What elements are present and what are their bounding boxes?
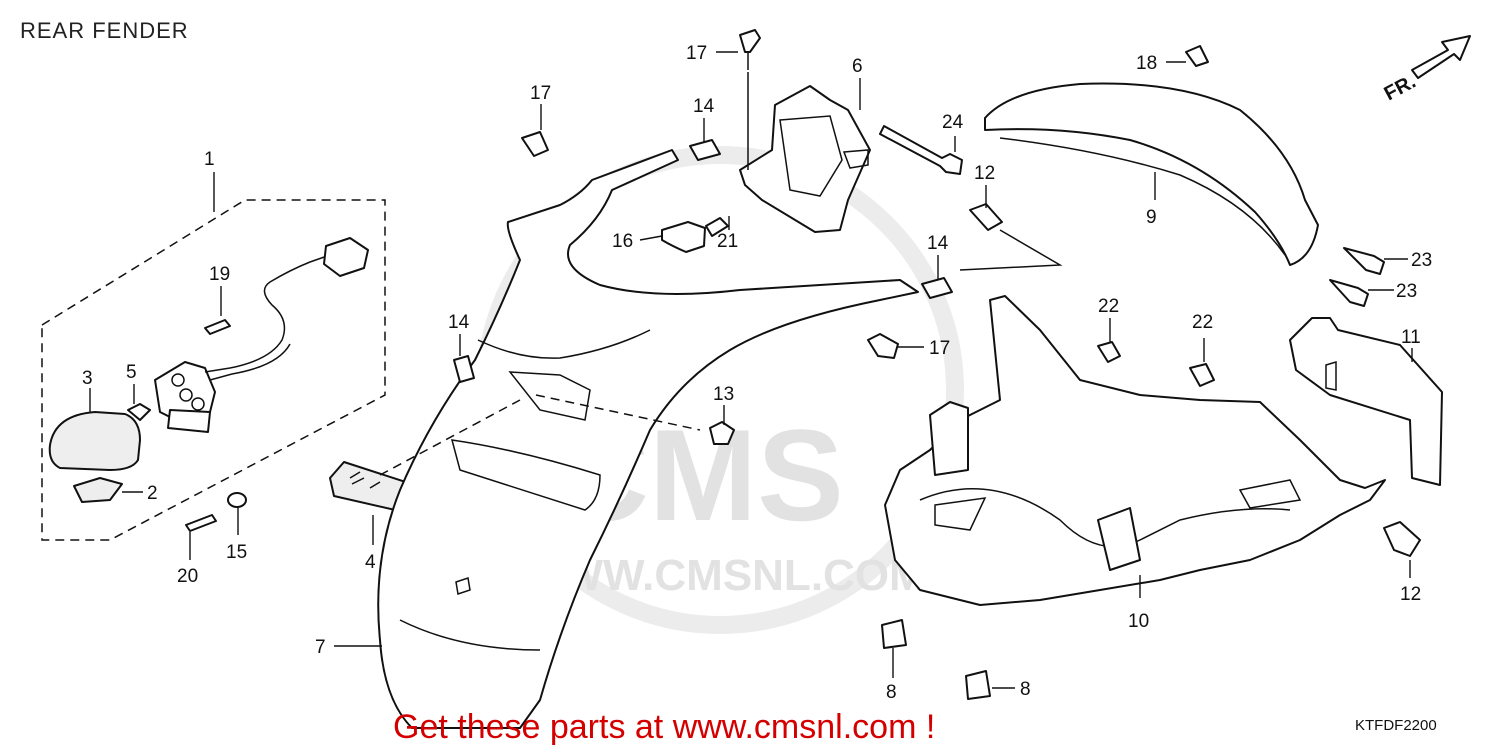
callout-7: 7 (315, 637, 326, 658)
bolt-17-left (521, 131, 549, 157)
callout-6: 6 (852, 56, 863, 77)
callout-15: 15 (226, 542, 247, 563)
inner-fender (884, 295, 1386, 606)
wire-connector (323, 237, 369, 277)
nut-13 (709, 421, 735, 445)
license-bracket (1289, 317, 1443, 486)
callout-22a: 22 (1098, 296, 1119, 317)
callout-20: 20 (177, 566, 198, 587)
callout-2: 2 (147, 483, 158, 504)
callout-10: 10 (1128, 611, 1149, 632)
socket-washer (127, 403, 151, 421)
callout-14a: 14 (693, 96, 715, 117)
lens (73, 477, 123, 503)
bolt-23-lower (1329, 279, 1369, 307)
callout-23a: 23 (1411, 250, 1432, 271)
callout-8a: 8 (886, 682, 897, 703)
callout-4: 4 (365, 552, 376, 573)
callout-9: 9 (1146, 207, 1157, 228)
callout-5: 5 (126, 362, 137, 383)
bolt-22-right (1189, 363, 1215, 387)
guide-line (535, 394, 701, 431)
screw-18 (1185, 45, 1209, 67)
mounting-bracket (739, 85, 871, 233)
callout-11: 11 (1401, 327, 1421, 348)
bolt-17-lower (867, 333, 899, 359)
bulb-socket (154, 361, 216, 433)
screw-20 (185, 514, 217, 532)
bolt-17-top (739, 29, 761, 53)
front-direction-arrow: FR. (1381, 35, 1471, 106)
promo-link[interactable]: Get these parts at www.cmsnl.com ! (393, 708, 935, 746)
wire-harness (204, 254, 331, 373)
fasteners (453, 29, 1421, 700)
page-title: REAR FENDER (20, 18, 189, 43)
front-direction-label: FR. (1381, 71, 1420, 106)
callout-12a: 12 (974, 163, 995, 184)
callout-17b: 17 (530, 83, 551, 104)
callout-16: 16 (612, 231, 633, 252)
callout-24: 24 (942, 112, 964, 133)
callout-8b: 8 (1020, 679, 1031, 700)
bolt-12-right (1383, 521, 1421, 557)
bolt-23-upper (1343, 247, 1385, 275)
callout-14b: 14 (927, 233, 949, 254)
bolt-24 (879, 125, 963, 175)
diagram-code: KTFDF2200 (1355, 717, 1437, 734)
callout-22b: 22 (1192, 312, 1213, 333)
assembly-boundary (41, 199, 386, 541)
cable-clamp (661, 221, 706, 253)
callout-3: 3 (82, 368, 93, 389)
callout-23b: 23 (1396, 281, 1417, 302)
callout-18: 18 (1136, 53, 1157, 74)
guide-line (379, 399, 521, 476)
screw-19 (204, 319, 231, 335)
callout-13: 13 (713, 384, 734, 405)
lens-cap (48, 411, 141, 471)
nut-8-left (881, 619, 907, 649)
nut-8-right (965, 670, 991, 700)
clip-14-right (921, 277, 953, 299)
washer-15 (227, 492, 247, 508)
screw-21 (705, 217, 729, 237)
callout-17a: 17 (686, 43, 707, 64)
rear-mudguard (377, 149, 919, 729)
bolt-12-top (969, 203, 1003, 231)
rear-fender-cover (984, 82, 1319, 266)
callout-21: 21 (717, 231, 738, 252)
tail-light-assembly (41, 172, 386, 541)
callouts: 1 2 3 4 5 6 7 8 8 9 10 11 12 12 13 14 14 (82, 43, 1432, 703)
callout-1: 1 (204, 149, 215, 170)
callout-17c: 17 (929, 338, 950, 359)
clip-14-left (453, 355, 475, 383)
callout-14c: 14 (448, 312, 470, 333)
callout-19: 19 (209, 264, 230, 285)
bolt-22-left (1097, 341, 1121, 363)
callout-12b: 12 (1400, 584, 1421, 605)
